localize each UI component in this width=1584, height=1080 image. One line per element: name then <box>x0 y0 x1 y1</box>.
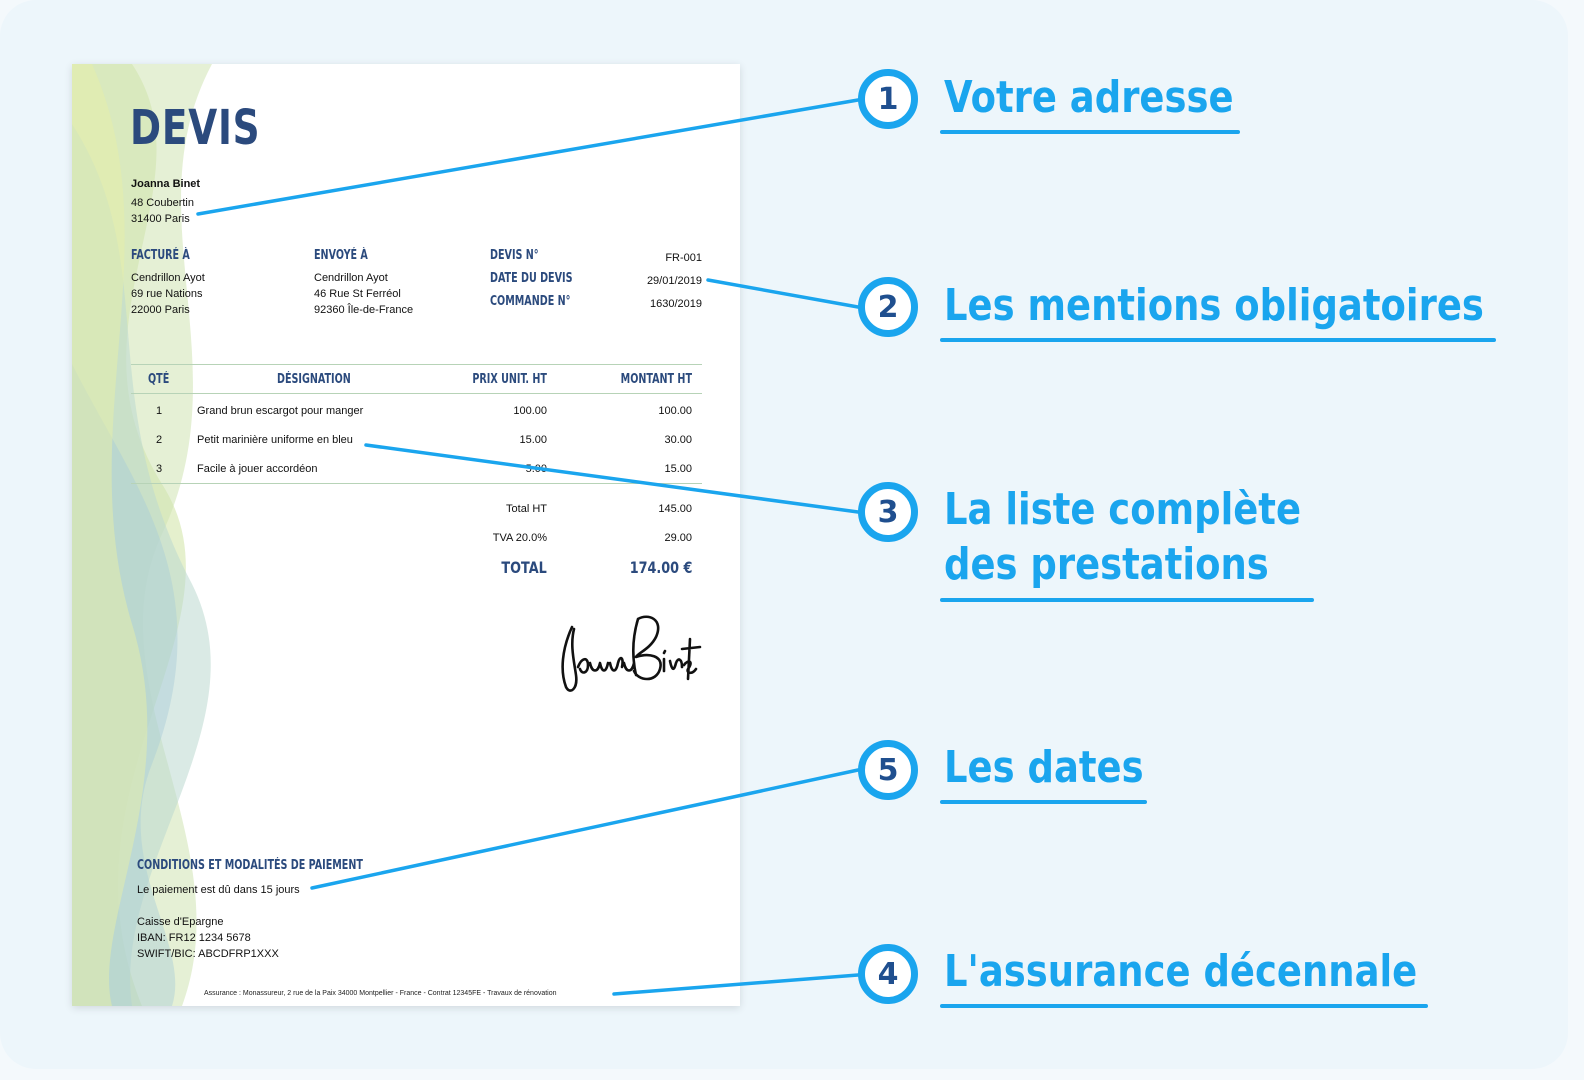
row-qty: 3 <box>156 463 163 475</box>
sender-address-line2: 31400 Paris <box>131 213 190 225</box>
col-header-designation: DÉSIGNATION <box>277 372 351 387</box>
conditions-heading: CONDITIONS ET MODALITÉS DE PAIEMENT <box>137 858 363 873</box>
quote-number-label: DEVIS N° <box>490 248 539 263</box>
sender-address-line1: 48 Coubertin <box>131 197 194 209</box>
grand-total-label: TOTAL <box>501 558 547 577</box>
callout-underline <box>940 338 1496 342</box>
row-qty: 2 <box>156 434 163 446</box>
col-header-amount: MONTANT HT <box>620 372 692 387</box>
table-header-rule <box>131 393 702 394</box>
quote-number-value: FR-001 <box>665 252 702 264</box>
order-number-label: COMMANDE N° <box>490 294 571 309</box>
callout-number-badge: 3 <box>858 482 918 542</box>
swift-bic: SWIFT/BIC: ABCDFRP1XXX <box>137 948 279 960</box>
insurance-note: Assurance : Monassureur, 2 rue de la Pai… <box>204 990 557 997</box>
callout-label: Votre adresse <box>944 72 1234 123</box>
payment-terms: Le paiement est dû dans 15 jours <box>137 884 300 896</box>
callout-label-line2: des prestations <box>944 539 1269 590</box>
document-title: DEVIS <box>130 100 261 156</box>
shipped-to-address-line1: 46 Rue St Ferréol <box>314 288 401 300</box>
callout-underline <box>940 800 1147 804</box>
signature-image <box>561 615 702 692</box>
tva-value: 29.00 <box>664 532 692 544</box>
row-unit-price: 100.00 <box>513 405 547 417</box>
order-number-value: 1630/2019 <box>650 298 702 310</box>
callout-underline <box>940 1004 1428 1008</box>
tva-label: TVA 20.0% <box>492 532 547 544</box>
callout-number-badge: 4 <box>858 944 918 1004</box>
row-designation: Grand brun escargot pour manger <box>197 405 364 417</box>
shipped-to-heading: ENVOYÉ À <box>314 248 368 263</box>
callout-label: Les mentions obligatoires <box>944 280 1484 331</box>
grand-total-value: 174.00 € <box>629 558 692 577</box>
row-designation: Facile à jouer accordéon <box>197 463 318 475</box>
row-qty: 1 <box>156 405 163 417</box>
callout-label-line1: La liste complète <box>944 484 1302 535</box>
table-bottom-rule <box>131 483 702 484</box>
quote-date-label: DATE DU DEVIS <box>490 271 573 286</box>
decorative-waves <box>72 64 212 1006</box>
callout-underline <box>940 598 1314 602</box>
callout-number-badge: 2 <box>858 277 918 337</box>
quote-date-value: 29/01/2019 <box>646 275 702 287</box>
bank-name: Caisse d'Epargne <box>137 916 224 928</box>
row-unit-price: 5.00 <box>525 463 547 475</box>
billed-to-address-line2: 22000 Paris <box>131 304 190 316</box>
col-header-qty: QTÉ <box>148 372 170 387</box>
billed-to-address-line1: 69 rue Nations <box>131 288 203 300</box>
total-ht-value: 145.00 <box>658 503 692 515</box>
callout-number-badge: 1 <box>858 69 918 129</box>
row-designation: Petit marinière uniforme en bleu <box>197 434 353 446</box>
billed-to-name: Cendrillon Ayot <box>131 272 205 284</box>
callout-label: Les dates <box>944 742 1144 793</box>
row-amount: 30.00 <box>664 434 692 446</box>
row-amount: 100.00 <box>658 405 692 417</box>
callout-number-badge: 5 <box>858 740 918 800</box>
col-header-unit-price: PRIX UNIT. HT <box>472 372 547 387</box>
iban: IBAN: FR12 1234 5678 <box>137 932 251 944</box>
billed-to-heading: FACTURÉ À <box>131 248 190 263</box>
shipped-to-name: Cendrillon Ayot <box>314 272 388 284</box>
shipped-to-address-line2: 92360 Île-de-France <box>314 304 414 316</box>
row-unit-price: 15.00 <box>519 434 547 446</box>
callout-underline <box>940 130 1240 134</box>
sender-name: Joanna Binet <box>131 178 201 190</box>
table-top-rule <box>131 364 702 365</box>
row-amount: 15.00 <box>664 463 692 475</box>
callout-label: L'assurance décennale <box>944 946 1418 997</box>
total-ht-label: Total HT <box>506 503 547 515</box>
quote-document: DEVIS Joanna Binet 48 Coubertin 31400 Pa… <box>72 64 740 1006</box>
